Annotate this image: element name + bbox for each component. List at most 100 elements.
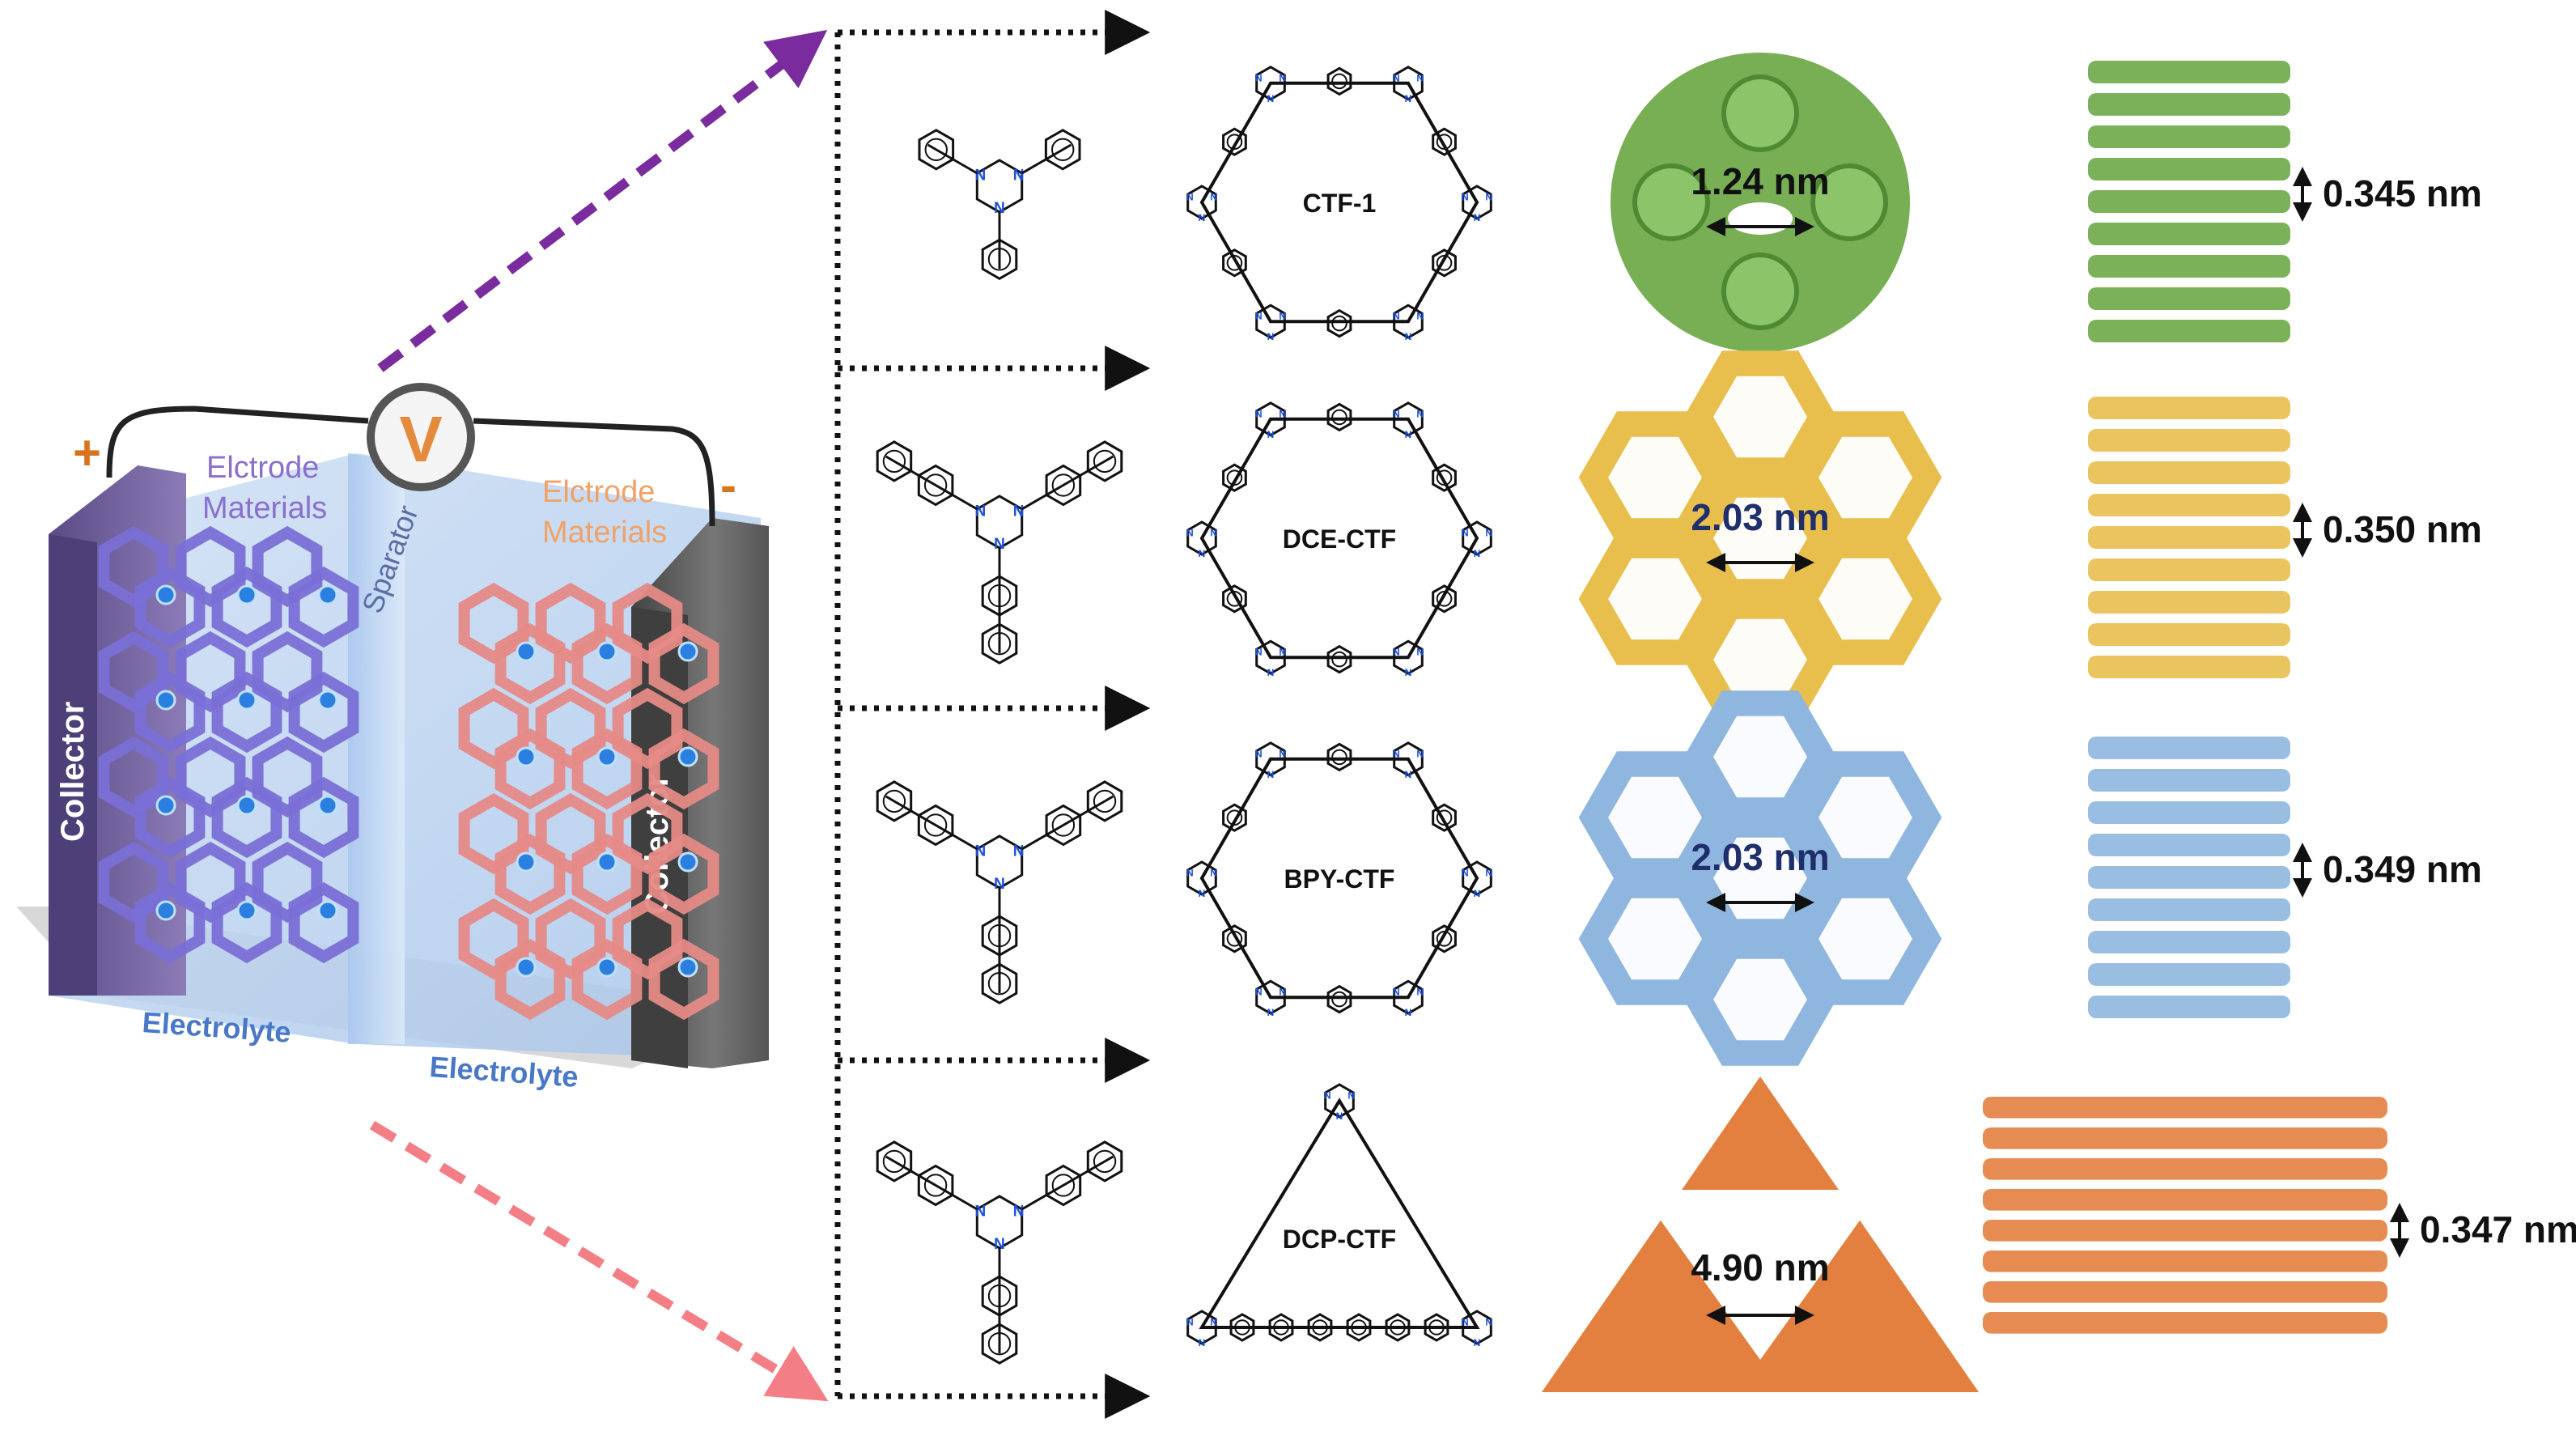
- nitrogen-atom-label: N: [1324, 1090, 1331, 1102]
- nitrogen-atom-label: N: [1416, 748, 1424, 759]
- electrode-layer: [458, 898, 719, 1021]
- monomer-bond: [885, 795, 978, 851]
- electrode-hex-ring: [648, 728, 719, 810]
- stack-layer: [2088, 769, 2290, 792]
- benzene-ring: [1424, 1313, 1449, 1342]
- framework-hexagon: [1199, 81, 1479, 324]
- benzene-ring: [1222, 127, 1247, 156]
- stack-layer: [2088, 158, 2290, 180]
- benzene-ring: [981, 1323, 1018, 1365]
- aromatic-circle: [1093, 1149, 1117, 1174]
- nitrogen-atom-label: N: [1485, 868, 1492, 879]
- aromatic-circle: [923, 813, 948, 837]
- pore-size-label: 2.03 nm: [1691, 836, 1829, 878]
- benzene-ring: [981, 622, 1018, 665]
- benzene-ring: [1432, 584, 1457, 614]
- triazine-ring: [1255, 979, 1286, 1015]
- stack-layer: [2088, 834, 2290, 856]
- aromatic-circle: [987, 1284, 1012, 1308]
- nitrogen-atom-label: N: [1462, 192, 1469, 203]
- electrode-hex-ring: [211, 881, 282, 964]
- aromatic-circle: [1331, 991, 1347, 1008]
- ion-dot: [596, 851, 617, 873]
- benzene-ring: [1045, 1164, 1082, 1207]
- electrode-hex-ring: [175, 841, 246, 924]
- honeycomb-pore: [1713, 618, 1807, 701]
- pore-size-label: 1.24 nm: [1691, 160, 1829, 202]
- nitrogen-atom-label: N: [1393, 408, 1400, 419]
- stack-layer: [2088, 898, 2290, 921]
- benzene-ring: [1222, 924, 1247, 953]
- ion-dot: [516, 957, 537, 978]
- benzene-ring: [1326, 308, 1352, 338]
- interlayer-distance-label: 0.350 nm: [2323, 508, 2482, 550]
- ion-dot: [677, 957, 698, 978]
- ion-dot: [155, 795, 176, 816]
- nitrogen-atom-label: N: [1210, 868, 1217, 879]
- layer-stack-side-view: 0.349 nm: [2088, 737, 2482, 1018]
- nitrogen-atom-label: N: [1210, 1317, 1217, 1328]
- honeycomb-pore: [1608, 898, 1702, 980]
- stack-layer: [2088, 61, 2290, 83]
- triazine-ring: [1462, 520, 1492, 556]
- electrode-layer: [98, 736, 359, 859]
- triazine-ring: [1255, 304, 1286, 339]
- aromatic-circle: [1331, 73, 1347, 90]
- right-electrode-label-line1: Elctrode: [542, 475, 655, 509]
- electrode-hex-ring: [535, 898, 606, 980]
- electrode-hex-ring: [211, 566, 282, 648]
- electrode-hex-ring: [98, 525, 169, 608]
- nitrogen-atom-label: N: [1210, 528, 1217, 539]
- benzene-ring: [1086, 440, 1123, 482]
- aromatic-circle: [1390, 1319, 1406, 1335]
- nitrogen-atom-label: N: [994, 1236, 1005, 1253]
- electrode-hex-ring: [288, 671, 359, 754]
- nitrogen-atom-label: N: [1347, 1090, 1355, 1102]
- stack-layer: [2088, 190, 2290, 213]
- plus-sign: +: [73, 426, 101, 480]
- ion-dot: [317, 690, 338, 711]
- aromatic-circle: [923, 1174, 948, 1197]
- triazine-ring: [1462, 1310, 1492, 1345]
- benzene-ring: [1432, 127, 1457, 156]
- monomer-bond: [1021, 1155, 1114, 1211]
- electrode-hex-ring: [288, 776, 359, 859]
- benzene-ring: [1044, 129, 1081, 171]
- nitrogen-atom-label: N: [1474, 888, 1481, 899]
- triazine-ring: [1393, 66, 1424, 101]
- right-wire: [473, 418, 715, 527]
- benzene-ring: [1385, 1313, 1411, 1342]
- aromatic-circle: [1051, 1174, 1076, 1197]
- stack-layer: [2088, 526, 2290, 549]
- electrode-hex-ring: [175, 525, 246, 608]
- layer-stack-side-view: 0.345 nm: [2088, 61, 2482, 342]
- nitrogen-atom-label: N: [1485, 1317, 1492, 1328]
- benzene-ring: [1432, 924, 1457, 953]
- stack-layer: [2088, 494, 2290, 516]
- interlayer-distance-label: 0.345 nm: [2323, 172, 2482, 214]
- benzene-ring: [1326, 742, 1352, 772]
- nitrogen-atom-label: N: [975, 167, 987, 184]
- stack-layer: [2088, 963, 2290, 986]
- aromatic-circle: [1226, 255, 1243, 271]
- aromatic-circle: [1331, 651, 1347, 668]
- nitrogen-atom-label: N: [1405, 429, 1412, 440]
- nitrogen-atom-label: N: [1405, 331, 1412, 342]
- pore-size-label: 4.90 nm: [1691, 1246, 1829, 1289]
- electrode-hex-ring: [494, 938, 566, 1021]
- ion-dot: [236, 900, 257, 921]
- triazine-ring: [1255, 639, 1286, 675]
- monomer-bond: [885, 1155, 978, 1211]
- separator: [348, 453, 405, 1044]
- nitrogen-atom-label: N: [1210, 192, 1217, 203]
- nitrogen-atom-label: N: [1267, 429, 1275, 440]
- left-collector-label: Collector: [55, 702, 91, 842]
